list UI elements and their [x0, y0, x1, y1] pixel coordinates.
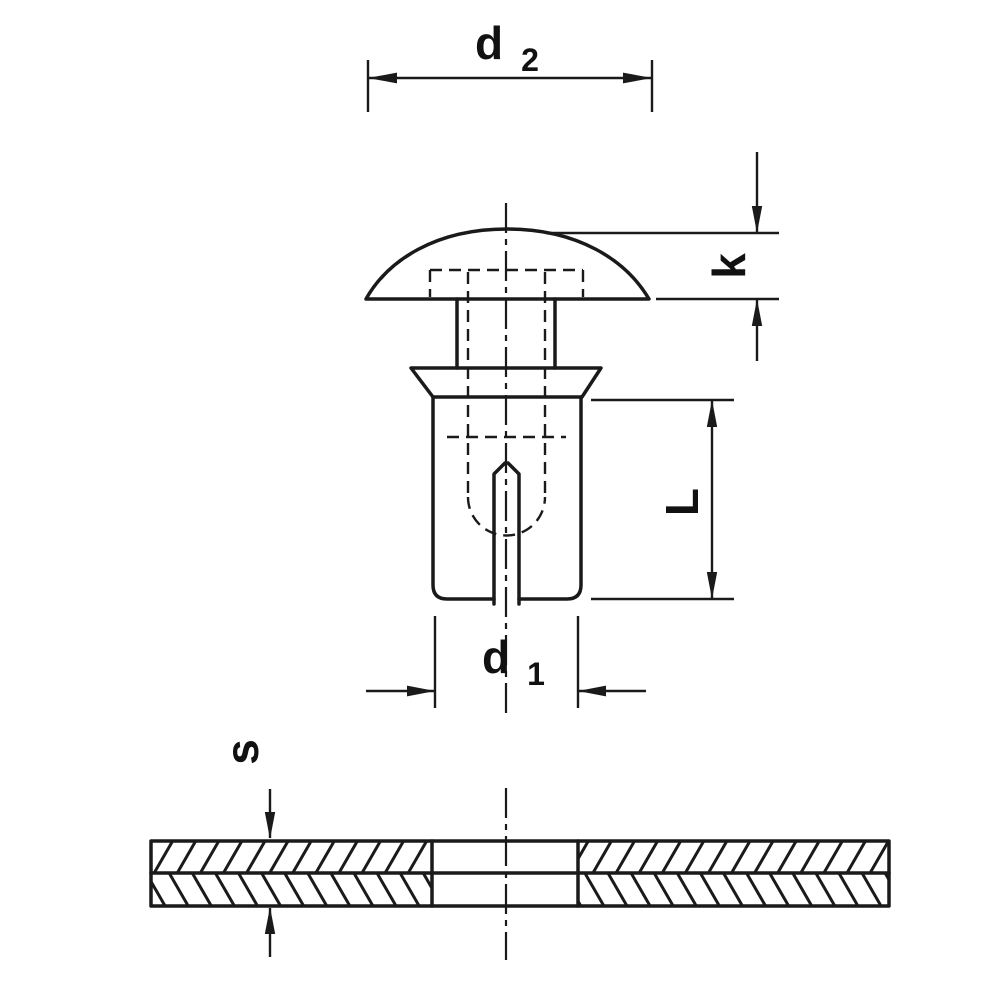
dim-l-label: L [656, 488, 708, 516]
dim-d1-extension-lines [433, 616, 580, 708]
dim-l-arrow-down [706, 572, 718, 599]
dim-l-arrow-up [706, 400, 718, 427]
dim-k-arrow-up [751, 299, 763, 326]
fastener-neck [455, 297, 557, 370]
dim-s-arrow-up [264, 907, 276, 934]
dim-d1-subscript: 1 [527, 656, 545, 692]
fastener-head-outline [364, 227, 651, 301]
hatch-bottom-left [151, 873, 432, 906]
fastener-front-view [364, 203, 651, 716]
dim-d1-arrow-left [578, 685, 606, 697]
dim-d2-label: d [475, 17, 503, 69]
dim-k-label: k [703, 253, 755, 279]
dim-s-label: s [216, 739, 268, 765]
dim-d1-label: d [482, 631, 510, 683]
dim-d2-arrow-right [623, 72, 652, 84]
dim-d2-arrow-left [368, 72, 397, 84]
panel-section-view [149, 788, 891, 960]
dim-d2: d 2 [366, 17, 654, 112]
dim-d1: d 1 [366, 616, 646, 708]
dim-k-extension-lines [546, 231, 779, 301]
dim-s-arrow-down [264, 812, 276, 839]
dim-l-extension-lines [591, 398, 734, 601]
panel-hole-edges [430, 839, 580, 908]
hidden-pin-arc [466, 496, 547, 537]
dim-l: L [591, 398, 734, 601]
dim-k: k [546, 152, 779, 361]
dim-d1-arrow-right [407, 685, 435, 697]
dim-d2-subscript: 2 [521, 42, 539, 78]
fastener-body-outline [431, 395, 583, 601]
head-hidden-recess [428, 268, 585, 297]
dim-s: s [216, 739, 276, 957]
dim-k-arrow-down [751, 206, 763, 233]
hatch-bottom-right [578, 873, 889, 906]
hatch-top-left [151, 841, 432, 873]
dim-d2-extension-lines [366, 60, 654, 112]
expansion-slot [492, 461, 521, 606]
hatch-top-right [578, 841, 889, 873]
